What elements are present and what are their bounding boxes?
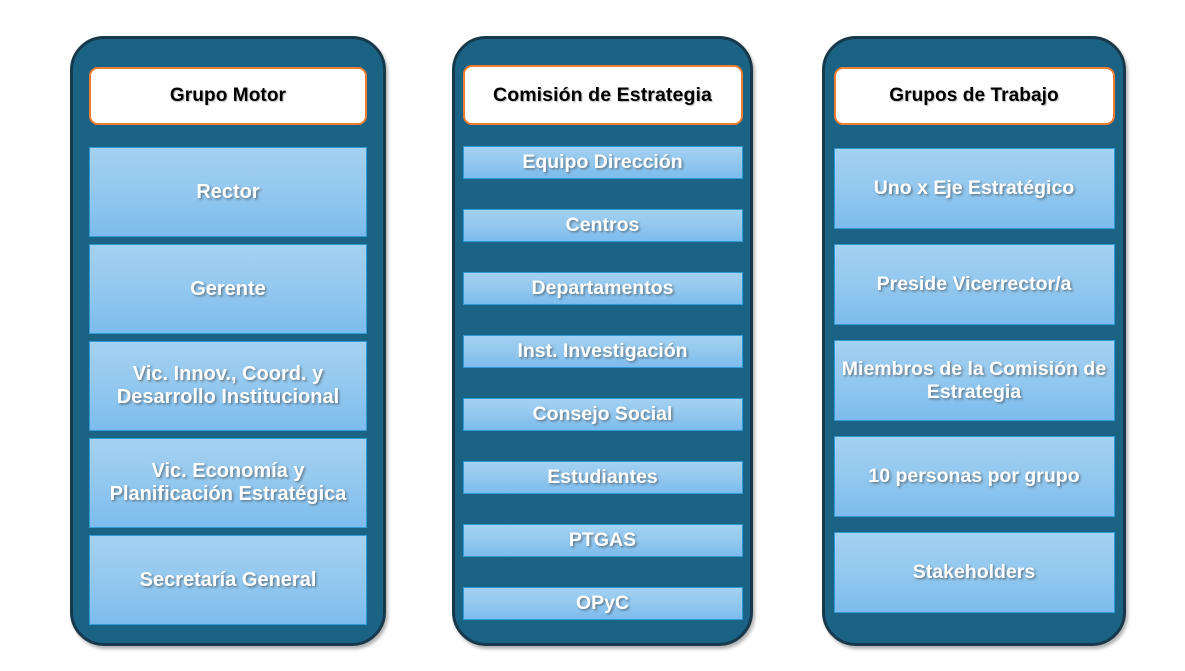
panel-comision-de-estrategia: Comisión de Estrategia Equipo Dirección … (452, 36, 753, 646)
item-gerente: Gerente (89, 244, 367, 334)
item-vic-innovacion: Vic. Innov., Coord. y Desarrollo Institu… (89, 341, 367, 431)
item-inst-investigacion: Inst. Investigación (462, 335, 743, 368)
panel-header-grupo-motor: Grupo Motor (89, 67, 367, 125)
panel-grupo-motor: Grupo Motor Rector Gerente Vic. Innov., … (70, 36, 386, 646)
item-equipo-direccion: Equipo Dirección (462, 146, 743, 179)
item-uno-x-eje-estrategico: Uno x Eje Estratégico (833, 148, 1115, 229)
item-vic-economia: Vic. Economía y Planificación Estratégic… (89, 438, 367, 528)
item-consejo-social: Consejo Social (462, 398, 743, 431)
item-secretaria-general: Secretaría General (89, 535, 367, 625)
item-opyc: OPyC (462, 587, 743, 620)
panel-grupos-de-trabajo: Grupos de Trabajo Uno x Eje Estratégico … (822, 36, 1126, 646)
item-miembros-comision-estrategia: Miembros de la Comisión de Estrategia (833, 340, 1115, 421)
item-preside-vicerrector: Preside Vicerrector/a (833, 244, 1115, 325)
item-estudiantes: Estudiantes (462, 461, 743, 494)
item-ptgas: PTGAS (462, 524, 743, 557)
item-list-grupo-motor: Rector Gerente Vic. Innov., Coord. y Des… (73, 147, 383, 625)
item-list-comision-de-estrategia: Equipo Dirección Centros Departamentos I… (455, 146, 750, 620)
item-rector: Rector (89, 147, 367, 237)
item-stakeholders: Stakeholders (833, 532, 1115, 613)
item-departamentos: Departamentos (462, 272, 743, 305)
item-list-grupos-de-trabajo: Uno x Eje Estratégico Preside Vicerrecto… (825, 148, 1123, 613)
panel-header-grupos-de-trabajo: Grupos de Trabajo (833, 67, 1115, 125)
item-centros: Centros (462, 209, 743, 242)
panel-header-comision-de-estrategia: Comisión de Estrategia (462, 65, 743, 125)
item-10-personas-por-grupo: 10 personas por grupo (833, 436, 1115, 517)
